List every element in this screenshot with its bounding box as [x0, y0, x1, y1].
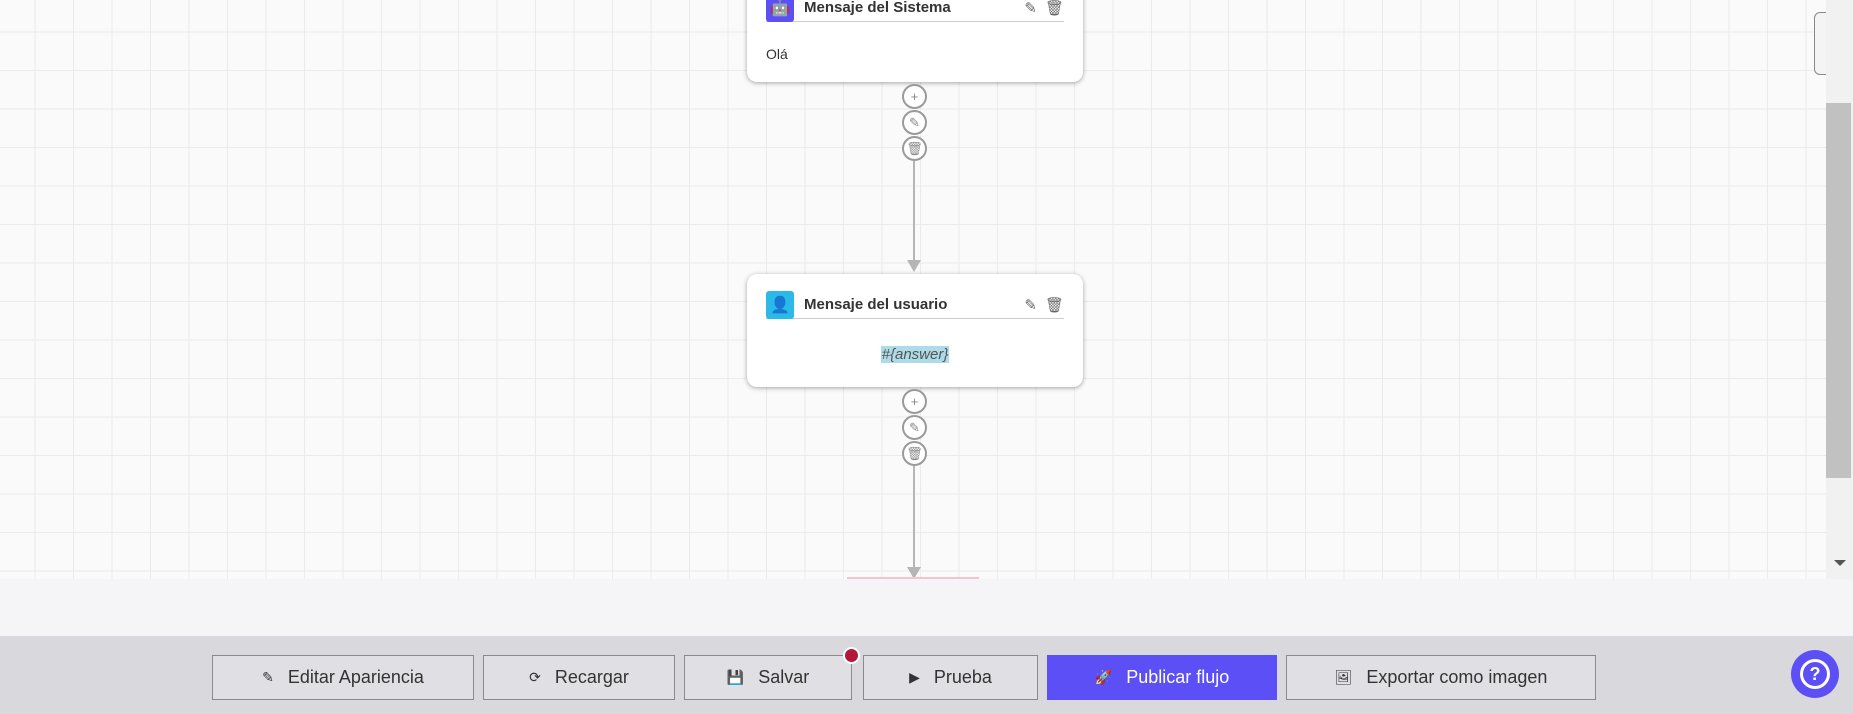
- trash-icon[interactable]: 🗑: [1044, 296, 1064, 314]
- button-label: Salvar: [758, 667, 810, 687]
- user-icon: 👤: [766, 290, 794, 319]
- help-button[interactable]: ?: [1791, 650, 1839, 698]
- robot-icon: 🤖: [766, 0, 794, 22]
- node-title: Mensaje del usuario: [804, 296, 948, 313]
- scrollbar-thumb[interactable]: [1826, 103, 1851, 478]
- delete-link-icon[interactable]: 🗑: [902, 136, 927, 161]
- toolbar: ✎ Editar Apariencia ⟳ Recargar 💾 Salvar ▶ Pr…: [0, 636, 1853, 714]
- play-icon: ▶: [909, 669, 920, 685]
- node-body: #{answer}: [880, 346, 950, 363]
- pencil-icon[interactable]: ✎: [1024, 296, 1037, 314]
- scroll-down-icon[interactable]: [1834, 560, 1846, 566]
- connector-arrow: [907, 260, 921, 272]
- trash-icon[interactable]: 🗑: [1044, 0, 1064, 17]
- edit-appearance-button[interactable]: ✎ Editar Apariencia: [212, 655, 474, 700]
- rocket-icon: 🚀: [1094, 669, 1113, 685]
- connector-line: [913, 466, 915, 570]
- refresh-icon: ⟳: [529, 669, 541, 685]
- pencil-icon[interactable]: ✎: [1024, 0, 1037, 17]
- button-label: Recargar: [554, 667, 629, 687]
- help-icon: ?: [1800, 659, 1830, 689]
- next-node[interactable]: [847, 577, 979, 579]
- button-label: Prueba: [933, 667, 992, 687]
- button-label: Editar Apariencia: [287, 667, 424, 687]
- flow-canvas[interactable]: 🤖 Mensaje del Sistema ✎ 🗑 Olá + ✎ 🗑 👤 Me…: [0, 0, 1826, 579]
- unsaved-indicator: [843, 647, 860, 664]
- minimap[interactable]: [1814, 12, 1826, 75]
- delete-link-icon[interactable]: 🗑: [902, 441, 927, 466]
- connector-line: [913, 161, 915, 261]
- save-button[interactable]: 💾 Salvar: [684, 655, 852, 700]
- connector-arrow: [907, 567, 921, 579]
- reload-button[interactable]: ⟳ Recargar: [483, 655, 675, 700]
- node-header: 👤 Mensaje del usuario ✎ 🗑: [766, 290, 1064, 319]
- node-user-message[interactable]: 👤 Mensaje del usuario ✎ 🗑 #{answer}: [747, 274, 1083, 387]
- edit-link-icon[interactable]: ✎: [902, 415, 927, 440]
- add-node-icon[interactable]: +: [902, 389, 927, 414]
- edit-icon: ✎: [262, 669, 274, 685]
- node-header: 🤖 Mensaje del Sistema ✎ 🗑: [766, 0, 1064, 22]
- node-system-message[interactable]: 🤖 Mensaje del Sistema ✎ 🗑 Olá: [747, 0, 1083, 82]
- export-image-button[interactable]: 🖼 Exportar como imagen: [1286, 655, 1596, 700]
- button-label: Publicar flujo: [1126, 667, 1230, 687]
- add-node-icon[interactable]: +: [902, 84, 927, 109]
- edit-link-icon[interactable]: ✎: [902, 110, 927, 135]
- save-icon: 💾: [726, 669, 745, 685]
- button-label: Exportar como imagen: [1366, 667, 1548, 687]
- node-body: Olá: [766, 46, 788, 62]
- node-title: Mensaje del Sistema: [804, 0, 951, 16]
- image-icon: 🖼: [1334, 669, 1353, 685]
- publish-flow-button[interactable]: 🚀 Publicar flujo: [1047, 655, 1277, 700]
- test-button[interactable]: ▶ Prueba: [863, 655, 1038, 700]
